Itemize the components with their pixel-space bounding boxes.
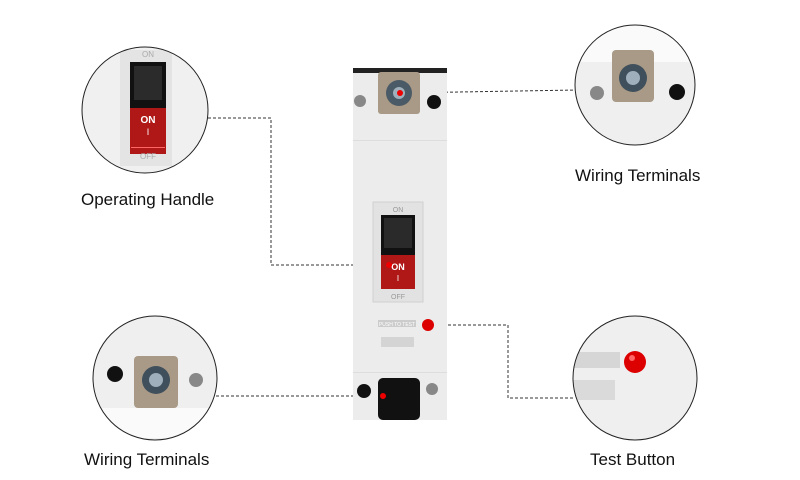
zoom-on-label: ON — [142, 50, 154, 59]
zoom-off-text: OFF — [140, 152, 156, 161]
zoom-circle-wiring-top — [574, 24, 696, 146]
label-wiring-terminals-top: Wiring Terminals — [575, 166, 701, 185]
handle-on-mark: I — [397, 274, 399, 283]
test-label: PUSH TO TEST — [379, 322, 415, 328]
off-position-label: OFF — [391, 294, 405, 301]
leader-test-button — [428, 324, 573, 399]
leader-wiring-top — [399, 89, 578, 94]
test-button[interactable] — [422, 319, 434, 331]
zoom-on-text: ON — [141, 115, 156, 126]
on-position-label: ON — [393, 207, 404, 214]
label-test-button: Test Button — [590, 450, 676, 469]
handle-on-text: ON — [391, 262, 405, 272]
zoom-circle-operating-handle: ON I OFF ON — [81, 46, 209, 174]
zoom-circle-wiring-bottom — [92, 315, 218, 441]
leader-lines — [208, 89, 578, 399]
leader-operating-handle — [208, 117, 398, 266]
circuit-breaker: ON ON I OFF PUSH TO TEST — [353, 68, 447, 420]
bottom-terminal — [378, 378, 420, 420]
label-wiring-terminals-bottom: Wiring Terminals — [84, 450, 210, 469]
zoom-on-mark: I — [147, 127, 150, 137]
zoom-circle-test-button — [572, 315, 698, 441]
label-operating-handle: Operating Handle — [81, 190, 215, 209]
